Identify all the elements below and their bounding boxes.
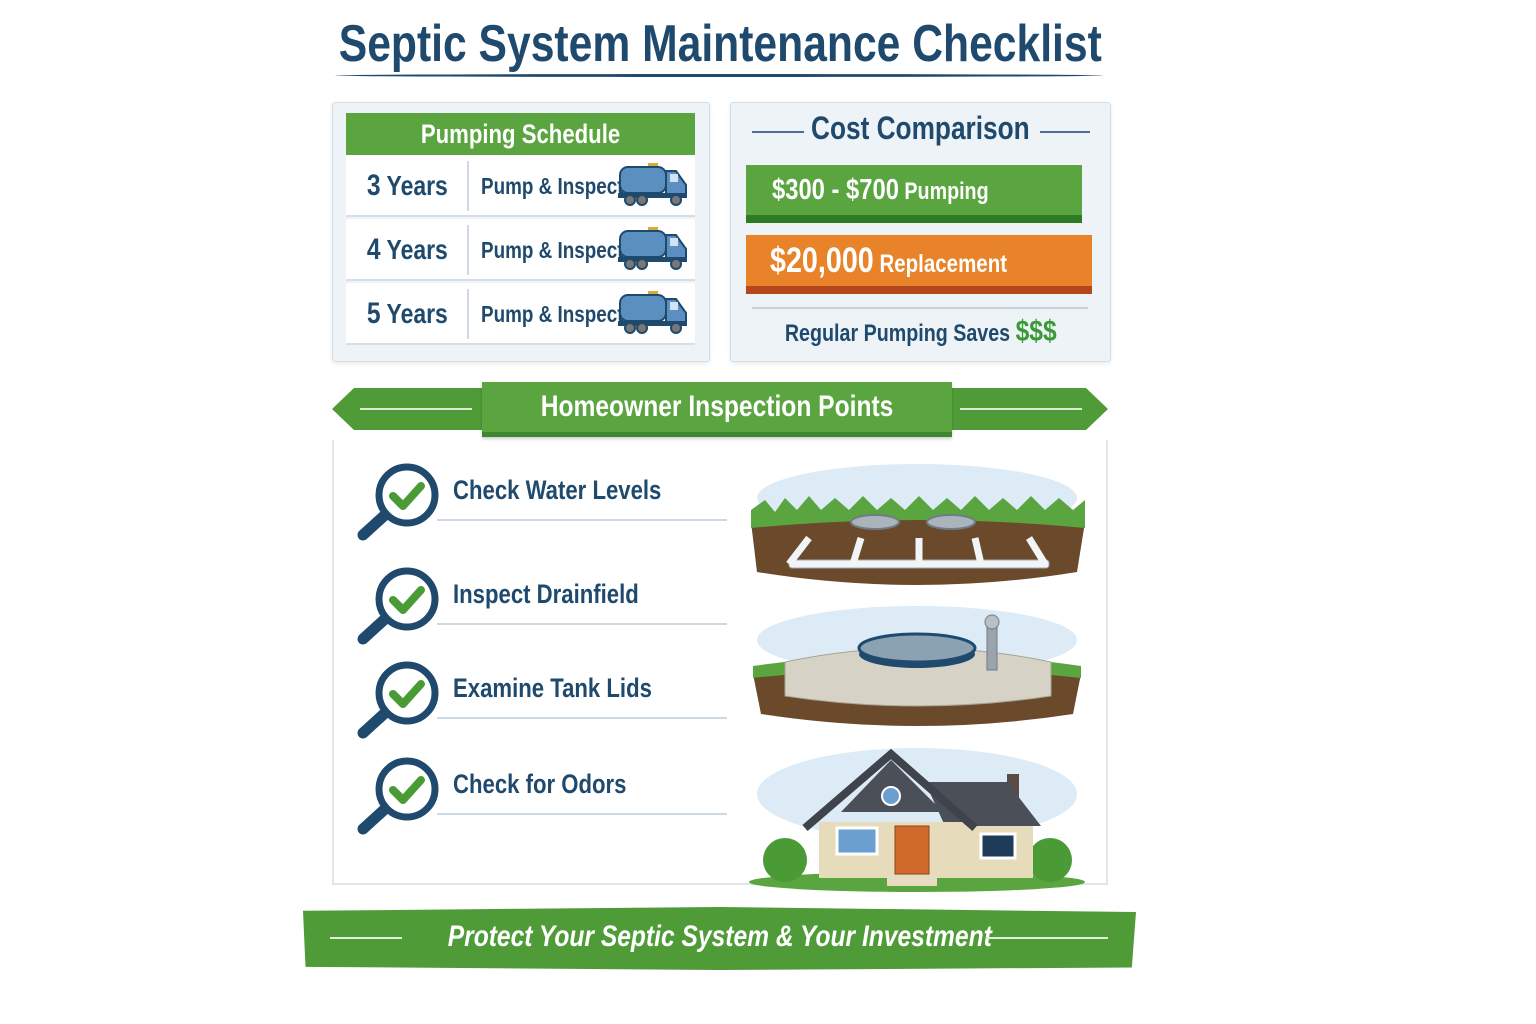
magnifier-check-icon [357,661,439,739]
inspection-item: Check Water Levels [355,463,727,547]
savings-note: Regular Pumping Saves $$$ [784,315,1057,348]
footer-banner: Protect Your Septic System & Your Invest… [303,907,1136,970]
replacement-cost-bar: $20,000 Replacement [746,235,1092,294]
divider [467,289,469,339]
item-label: Check Water Levels [453,475,662,505]
magnifier-check-icon [357,567,439,645]
pumping-cost-bar: $300 - $700 Pumping [746,165,1082,223]
savings-emphasis: $$$ [1015,315,1057,348]
pumping-schedule-heading: Pumping Schedule [346,113,695,155]
ribbon-notch [1086,388,1108,430]
ribbon-rule [960,408,1082,410]
footer-rule [986,937,1108,939]
item-label: Inspect Drainfield [453,579,639,609]
action-label: Pump & Inspect [481,173,624,199]
pump-truck-icon [618,291,687,334]
divider [437,717,727,719]
septic-tank-lid-illustration [753,606,1081,726]
action-label: Pump & Inspect [481,237,624,263]
schedule-row: 4 Years Pump & Inspect [346,219,695,281]
schedule-row: 5 Years Pump & Inspect [346,283,695,345]
divider [437,519,727,521]
pumping-cost-amount: $300 - $700 [772,174,899,206]
inspection-item: Examine Tank Lids [355,661,727,745]
magnifier-check-icon [357,757,439,835]
page-title: Septic System Maintenance Checklist [338,15,1102,73]
magnifier-check-icon [357,463,439,541]
divider [467,225,469,275]
title-underline [335,74,1103,77]
interval-unit: Years [386,234,448,265]
heading-rule [1040,131,1090,133]
interval-number: 5 [366,297,381,330]
inspection-item: Inspect Drainfield [355,567,727,651]
item-label: Examine Tank Lids [453,673,652,703]
divider [437,813,727,815]
ribbon-rule [360,408,472,410]
divider [467,161,469,211]
cost-comparison-heading: Cost Comparison [811,110,1030,146]
heading-rule [752,131,804,133]
ribbon-notch [332,388,354,430]
drainfield-pipes-illustration [751,464,1085,585]
pump-truck-icon [618,227,687,270]
replacement-cost-label: Replacement [879,250,1008,278]
interval-unit: Years [386,170,448,201]
action-label: Pump & Inspect [481,301,624,327]
inspection-item: Check for Odors [355,757,727,841]
divider [437,623,727,625]
pumping-cost-label: Pumping [904,178,989,205]
pump-truck-icon [618,163,687,206]
footer-rule [330,937,402,939]
schedule-row: 3 Years Pump & Inspect [346,155,695,217]
divider [752,307,1088,309]
house-illustration [749,748,1085,892]
interval-number: 3 [366,169,381,202]
interval-unit: Years [386,298,448,329]
inspection-heading: Homeowner Inspection Points [482,382,952,437]
cost-comparison-panel [730,102,1111,362]
replacement-cost-amount: $20,000 [770,241,874,280]
interval-number: 4 [366,233,381,266]
item-label: Check for Odors [453,769,627,799]
